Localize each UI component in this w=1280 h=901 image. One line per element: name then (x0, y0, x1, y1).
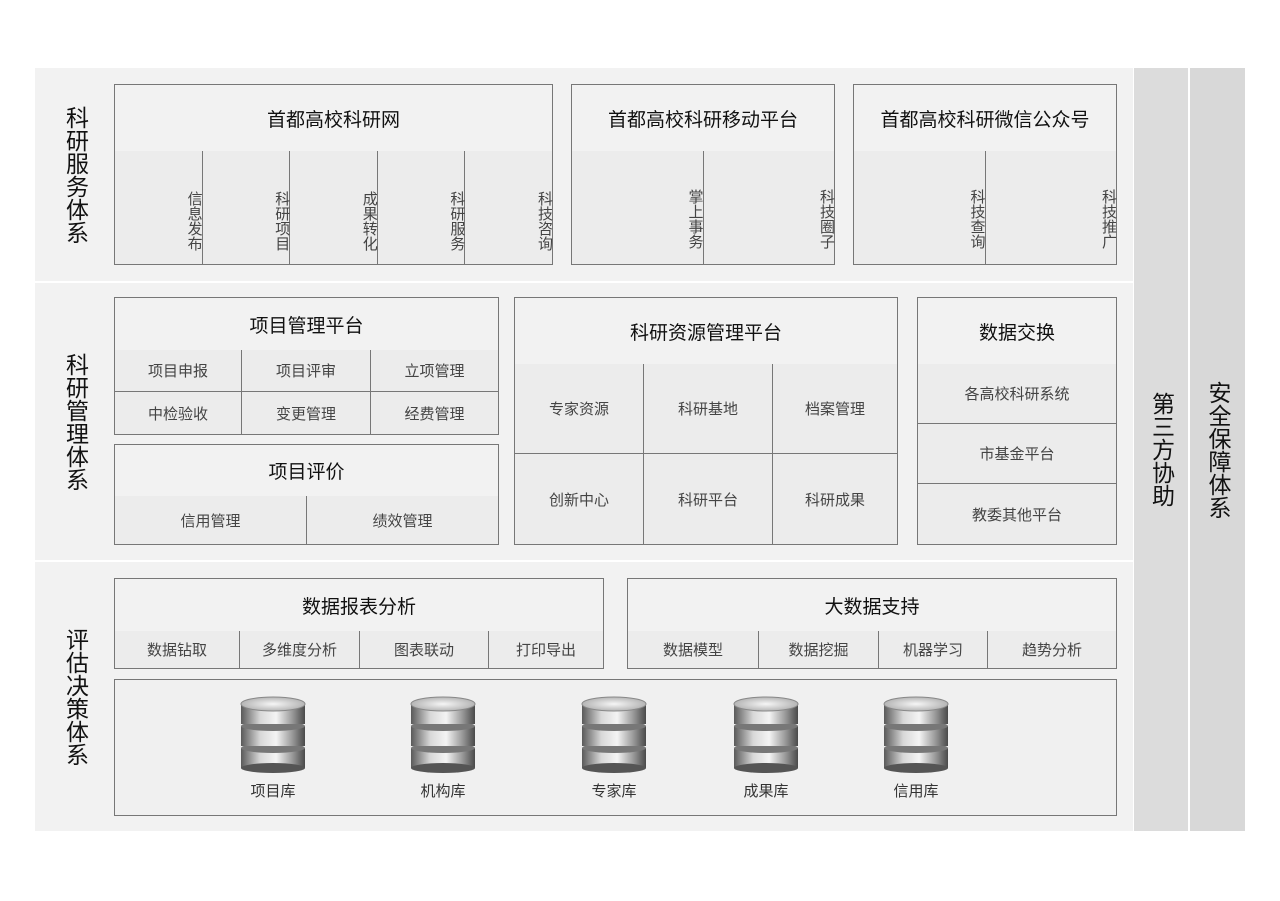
item-performance-manage[interactable]: 绩效管理 (307, 496, 498, 544)
section-label-evaluation: 评估决策体系 (62, 627, 89, 766)
database-icon (883, 696, 949, 773)
database-item[interactable]: 机构库 (408, 694, 478, 801)
database-icon (410, 696, 476, 773)
item-tech-consult[interactable]: 科技咨询 (465, 151, 553, 264)
item-university-systems[interactable]: 各高校科研系统 (918, 364, 1116, 424)
item-credit-manage[interactable]: 信用管理 (115, 496, 307, 544)
report-analysis-box: 数据报表分析 数据钻取 多维度分析 图表联动 打印导出 (114, 578, 604, 669)
research-web-box: 首都高校科研网 信息发布 科研项目 成果转化 科研服务 科技咨询 (114, 84, 553, 265)
database-icon (240, 696, 306, 773)
item-project-apply[interactable]: 项目申报 (115, 350, 242, 392)
bigdata-support-box: 大数据支持 数据模型 数据挖掘 机器学习 趋势分析 (627, 578, 1117, 669)
project-platform-title: 项目管理平台 (115, 298, 498, 351)
section-label-service: 科研服务体系 (62, 105, 89, 244)
database-label: 成果库 (743, 783, 789, 800)
data-exchange-box: 数据交换 各高校科研系统 市基金平台 教委其他平台 (917, 297, 1117, 545)
item-research-results[interactable]: 科研成果 (773, 454, 897, 544)
item-trend-analysis[interactable]: 趋势分析 (988, 631, 1116, 668)
item-education-other-platform[interactable]: 教委其他平台 (918, 484, 1116, 544)
database-icon (581, 696, 647, 773)
item-innovation-center[interactable]: 创新中心 (515, 454, 644, 544)
project-platform-box: 项目管理平台 项目申报 项目评审 立项管理 中检验收 变更管理 经费管理 (114, 297, 499, 435)
item-chart-link[interactable]: 图表联动 (360, 631, 489, 668)
third-party-column: 第三方协助 (1134, 68, 1188, 831)
database-icon (733, 696, 799, 773)
item-multidim-analysis[interactable]: 多维度分析 (240, 631, 360, 668)
item-data-model[interactable]: 数据模型 (628, 631, 759, 668)
database-item[interactable]: 专家库 (579, 694, 649, 801)
item-midterm-check[interactable]: 中检验收 (115, 392, 242, 434)
wechat-account-box: 首都高校科研微信公众号 科技查询 科技推广 (853, 84, 1117, 265)
item-archive-manage[interactable]: 档案管理 (773, 364, 897, 454)
security-column: 安全保障体系 (1190, 68, 1245, 831)
project-eval-box: 项目评价 信用管理 绩效管理 (114, 444, 499, 545)
item-change-manage[interactable]: 变更管理 (242, 392, 371, 434)
resource-platform-box: 科研资源管理平台 专家资源 科研基地 档案管理 创新中心 科研平台 科研成果 (514, 297, 898, 545)
bigdata-support-title: 大数据支持 (628, 579, 1116, 632)
item-mobile-affairs[interactable]: 掌上事务 (572, 151, 704, 264)
item-expert-resource[interactable]: 专家资源 (515, 364, 644, 454)
item-machine-learning[interactable]: 机器学习 (879, 631, 988, 668)
item-project-review[interactable]: 项目评审 (242, 350, 371, 392)
mobile-platform-title: 首都高校科研移动平台 (572, 85, 834, 152)
item-city-fund-platform[interactable]: 市基金平台 (918, 424, 1116, 484)
mobile-platform-box: 首都高校科研移动平台 掌上事务 科技圈子 (571, 84, 835, 265)
item-tech-promotion[interactable]: 科技推广 (985, 151, 1117, 264)
section-label-management: 科研管理体系 (62, 352, 89, 491)
item-tech-query[interactable]: 科技查询 (854, 151, 986, 264)
wechat-account-title: 首都高校科研微信公众号 (854, 85, 1116, 152)
database-item[interactable]: 项目库 (238, 694, 308, 801)
item-project-approval[interactable]: 立项管理 (371, 350, 498, 392)
database-label: 专家库 (591, 783, 637, 800)
item-info-publish[interactable]: 信息发布 (115, 151, 203, 264)
data-exchange-title: 数据交换 (918, 298, 1116, 365)
database-item[interactable]: 成果库 (731, 694, 801, 801)
item-result-transfer[interactable]: 成果转化 (290, 151, 378, 264)
item-print-export[interactable]: 打印导出 (489, 631, 603, 668)
database-label: 信用库 (893, 783, 939, 800)
item-research-base[interactable]: 科研基地 (644, 364, 773, 454)
project-eval-title: 项目评价 (115, 445, 498, 497)
item-tech-circle[interactable]: 科技圈子 (703, 151, 835, 264)
database-label: 机构库 (420, 783, 466, 800)
item-research-platform[interactable]: 科研平台 (644, 454, 773, 544)
item-data-drill[interactable]: 数据钻取 (115, 631, 240, 668)
report-analysis-title: 数据报表分析 (115, 579, 603, 632)
research-web-title: 首都高校科研网 (115, 85, 552, 152)
database-item[interactable]: 信用库 (881, 694, 951, 801)
item-research-projects[interactable]: 科研项目 (202, 151, 291, 264)
database-label: 项目库 (250, 783, 296, 800)
item-data-mining[interactable]: 数据挖掘 (759, 631, 879, 668)
item-research-service[interactable]: 科研服务 (377, 151, 466, 264)
item-funding-manage[interactable]: 经费管理 (371, 392, 498, 434)
resource-platform-title: 科研资源管理平台 (515, 298, 897, 365)
